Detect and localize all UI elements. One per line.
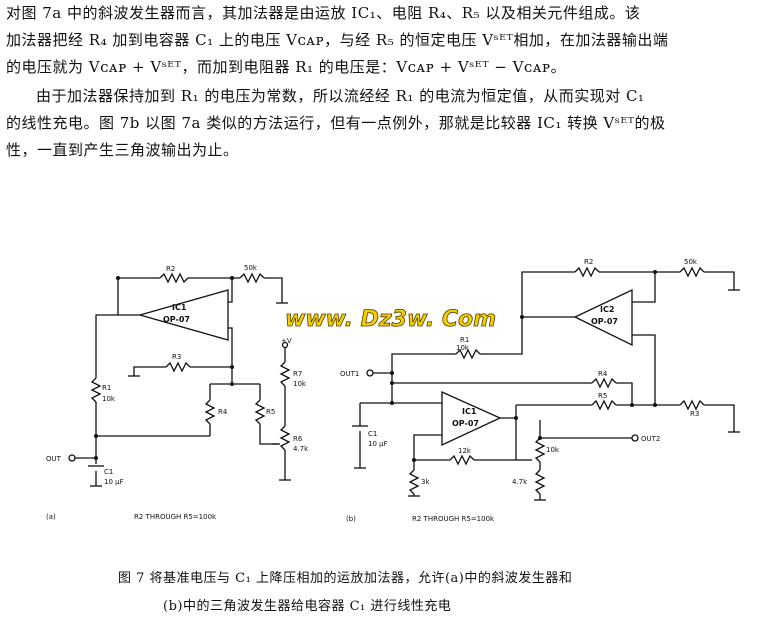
resistor-r1-b [455,348,481,360]
resistor-r7-a [279,361,291,387]
label-r5-b: R5 [598,392,607,400]
paragraph-1-line-3: 的电压就为 Vᴄᴀᴘ + Vˢᴱᵀ，而加到电阻器 R₁ 的电压是：Vᴄᴀᴘ + … [6,58,567,76]
label-vplus-a: +V [281,337,292,345]
resistor-r2-a [159,272,189,284]
paragraph-2-line-1: 由于加法器保持加到 R₁ 的电压为常数，所以流经经 R₁ 的电流为恒定值，从而实… [36,87,645,105]
label-out-a: OUT [46,455,62,463]
label-tag-a: (a) [46,513,56,521]
label-r1val-a: 10k [102,395,116,403]
label-note-a: R2 THROUGH R5=100k [134,513,217,521]
potentiometer-r6-a [279,425,291,451]
label-50k-a: 50k [244,264,258,272]
resistor-r3-b [679,399,705,411]
opamp-ic1-a [137,289,229,341]
label-tag-b: (b) [346,515,356,523]
resistor-50k-b [679,266,705,278]
opamp-ic2-b [573,288,633,347]
resistor-r2-b [574,266,600,278]
label-r6-a: R6 [293,435,303,443]
label-out2-b: OUT2 [641,435,660,443]
label-12k-b: 12k [458,447,472,455]
label-c1val-b: 10 µF [368,440,388,448]
label-50k-b: 50k [684,258,698,266]
figure-caption-line-1: 图 7 将基准电压与 C₁ 上降压相加的运放加法器，允许(a)中的斜波发生器和 [118,571,573,586]
label-out1-b: OUT1 [340,370,359,378]
paragraph-2: 由于加法器保持加到 R₁ 的电压为常数，所以流经经 R₁ 的电流为恒定值，从而实… [6,83,754,164]
resistor-12k-b [449,454,475,466]
label-3k-b: 3k [421,478,430,486]
label-r4-b: R4 [598,370,608,378]
label-ic1-b: IC1 [462,407,477,416]
resistor-3k-b [408,469,420,495]
label-c1val-a: 10 µF [104,478,124,486]
label-note-b: R2 THROUGH R5=100k [412,515,495,523]
paragraph-1-line-1: 对图 7a 中的斜波发生器而言，其加法器是由运放 IC₁、电阻 R₄、R₅ 以及… [6,4,641,22]
resistor-r5-a [254,399,266,425]
opamp-ic1-b [441,390,502,447]
figure-caption-line-2: (b)中的三角波发生器给电容器 C₁ 进行线性充电 [163,599,452,614]
label-10k-b: 10k [546,446,560,454]
label-r7-a: R7 [293,370,302,378]
paragraph-2-line-3: 性，一直到产生三角波输出为止。 [6,141,239,159]
label-r3-a: R3 [172,353,181,361]
label-c1-b: C1 [368,430,377,438]
label-r1-b: R1 [460,336,469,344]
paragraph-1: 对图 7a 中的斜波发生器而言，其加法器是由运放 IC₁、电阻 R₄、R₅ 以及… [6,0,754,81]
label-r1val-b: 10k [456,344,470,352]
resistor-r4-a [204,399,216,425]
label-op07-a: OP-07 [163,315,190,324]
label-r3-b: R3 [690,410,699,418]
paragraph-1-line-2: 加法器把经 R₄ 加到电容器 C₁ 上的电压 Vᴄᴀᴘ，与经 R₅ 的恒定电压 … [6,31,669,49]
output-terminal-a [68,454,76,462]
output-terminal-2-b [631,434,639,442]
label-op07-2-b: OP-07 [591,317,618,326]
resistor-r5-b [591,399,617,411]
output-terminal-1-b [366,369,374,377]
label-r4-a: R4 [218,408,228,416]
label-op07-1-b: OP-07 [452,419,479,428]
label-r5-a: R5 [266,408,275,416]
resistor-r1-a [90,377,102,403]
potentiometer-4-7k-b [534,469,546,495]
paragraph-2-line-2: 的线性充电。图 7b 以图 7a 类似的方法运行，但有一点例外，那就是比较器 I… [6,114,666,132]
label-r2-a: R2 [166,265,175,273]
label-4-7k-b: 4.7k [512,478,528,486]
label-r7val-a: 10k [293,380,307,388]
label-r1-a: R1 [102,384,111,392]
label-r2-b: R2 [584,258,593,266]
resistor-10k-b [534,437,546,463]
circuit-b [352,266,740,501]
resistor-r4-b [591,377,617,389]
label-ic1-a: IC1 [172,303,187,312]
label-c1-a: C1 [104,468,113,476]
labels-b: R2 50k IC2 OP-07 R1 10k OUT1 R4 R5 R3 IC… [340,258,699,523]
resistor-50k-a [239,272,265,284]
resistor-r3-a [165,361,191,373]
label-r6val-a: 4.7k [293,445,309,453]
label-ic2-b: IC2 [600,305,614,314]
watermark: www. Dz3w. Com [285,307,496,332]
labels-a: R2 50k IC1 OP-07 R3 R1 10k R4 R5 +V R7 1… [46,264,309,521]
